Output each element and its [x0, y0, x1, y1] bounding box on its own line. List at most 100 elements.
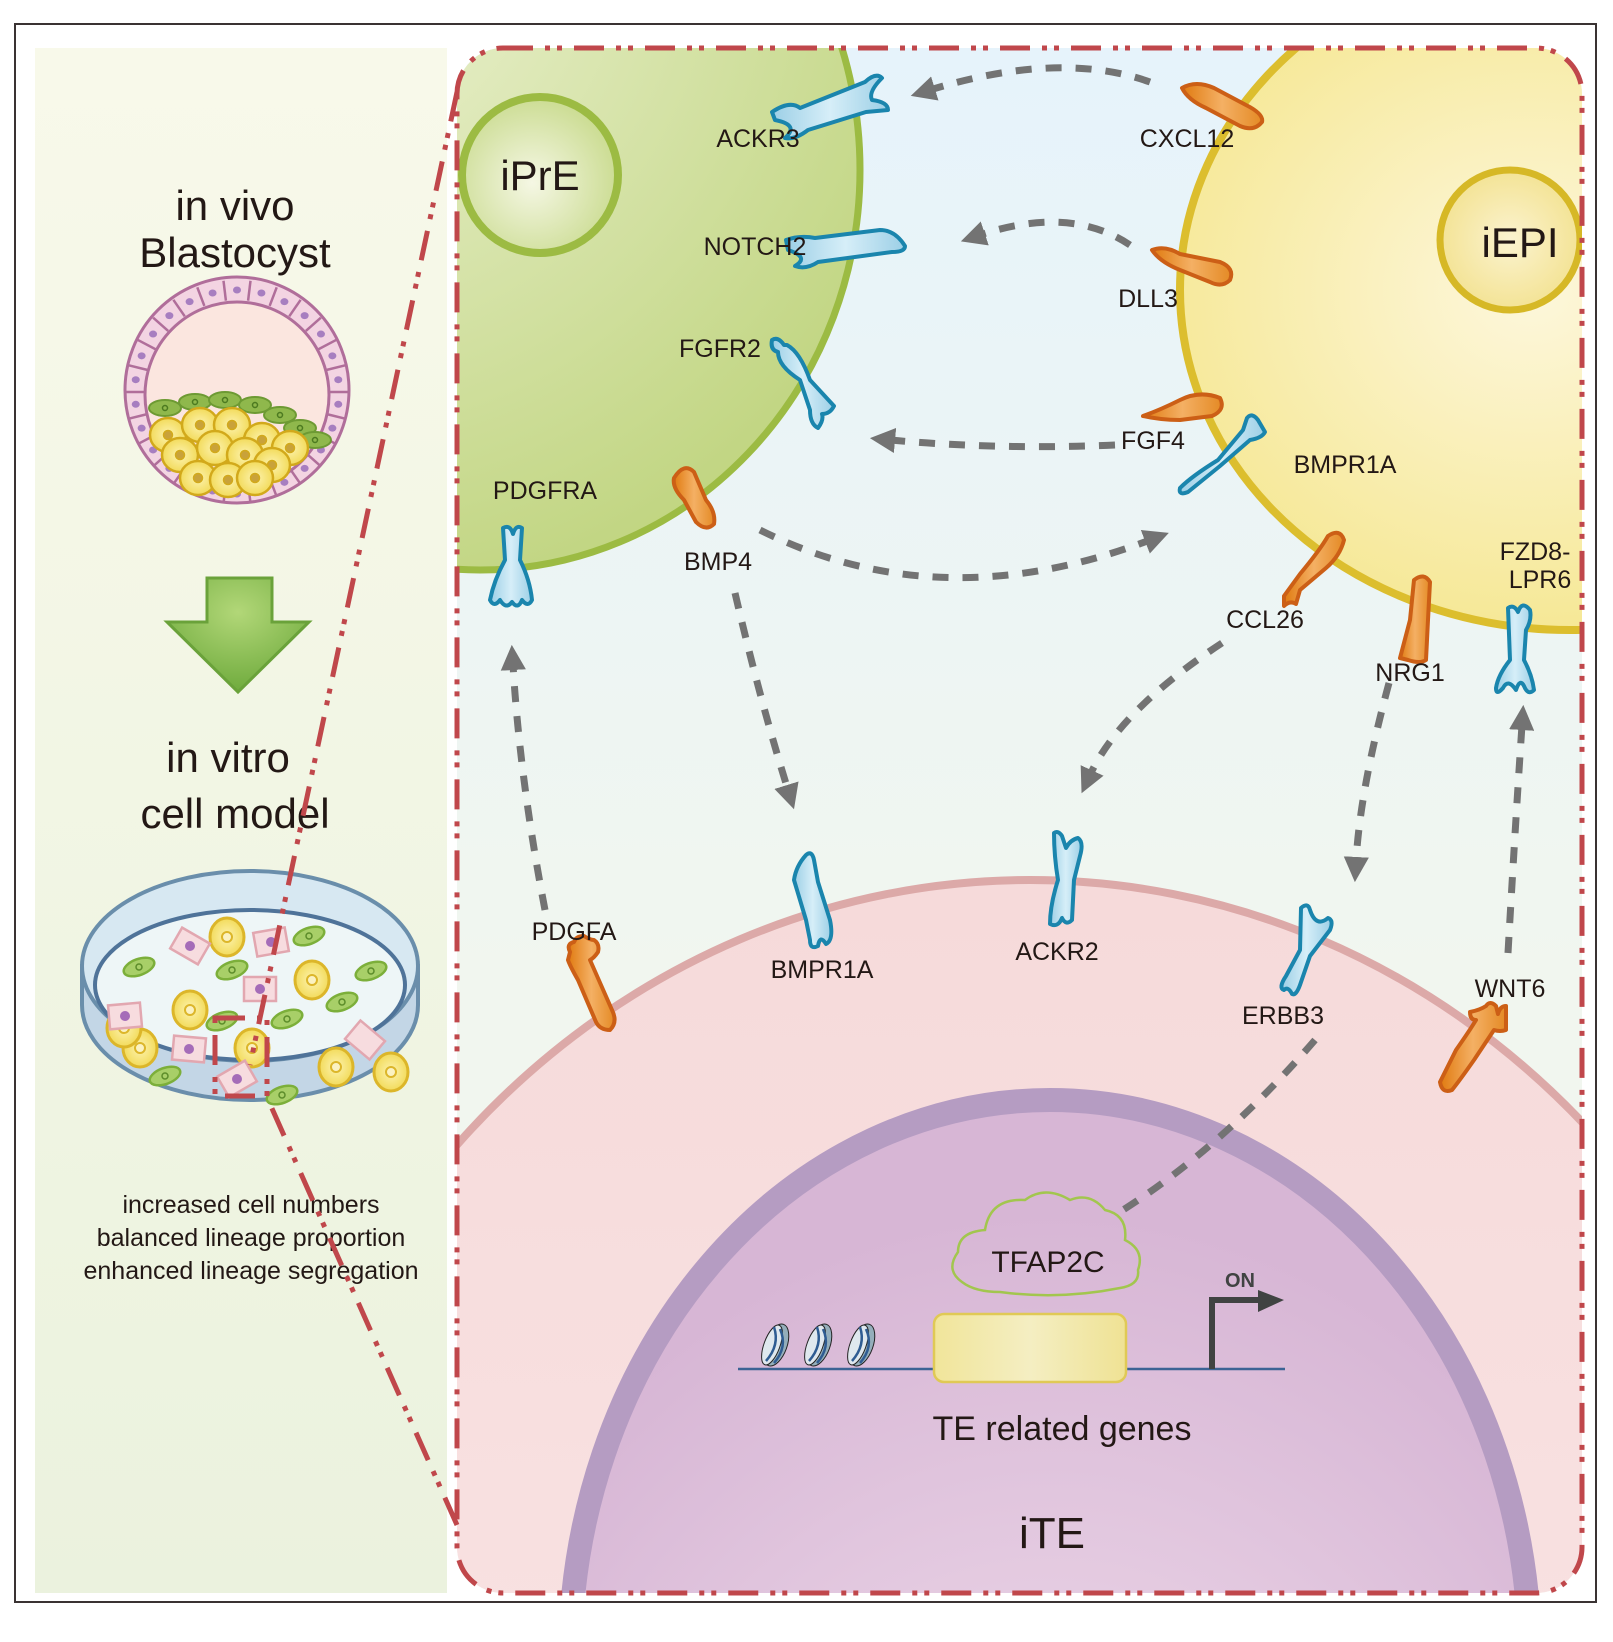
PDGFA-label: PDGFA [532, 918, 617, 946]
cell-nucleus [239, 449, 251, 461]
transcription-arrowhead-icon [1258, 1290, 1284, 1312]
cell-nucleus [134, 1042, 146, 1054]
cell-nucleus [249, 472, 261, 484]
trophectoderm-nucleus [300, 312, 309, 320]
trophectoderm-cell-border [317, 338, 337, 351]
trophectoderm-cell-border [246, 280, 252, 301]
FZD8-LPR6-label-line2: LPR6 [1509, 566, 1572, 594]
trophectoderm-nucleus [328, 424, 337, 432]
cell-nucleus [251, 401, 259, 409]
invivo-title-line1: in vivo [175, 182, 294, 229]
zoom-callout [212, 91, 460, 1527]
NRG1-ligand-icon [1398, 574, 1432, 664]
trophectoderm-nucleus [165, 312, 174, 320]
trophectoderm-cell-border [172, 299, 186, 317]
cell-nucleus [192, 472, 204, 484]
FZD8-LPR6-receptor-icon [1494, 603, 1536, 695]
cell-nucleus [191, 398, 199, 406]
cell-nucleus [276, 411, 284, 419]
invitro-title-line1: in vitro [166, 734, 290, 781]
CCL26-label: CCL26 [1226, 606, 1304, 634]
TE-related-genes-label: TE related genes [933, 1410, 1192, 1448]
trophectoderm-nucleus [316, 330, 325, 338]
primitive-endoderm-cell [148, 399, 182, 417]
arrow-pdgfa-pdgfra [500, 644, 549, 911]
trophectoderm-nucleus [280, 298, 289, 306]
arrow-bmp4-bmpr1a [758, 526, 1169, 582]
cell-nucleus [161, 1072, 169, 1080]
arrow-cxcl12-ackr3 [910, 64, 1152, 101]
dna-wrap [816, 1328, 828, 1364]
trophectoderm-nucleus [328, 352, 337, 360]
zoom-frame [454, 45, 1585, 1596]
gene-regulation: TFAP2C ON TE related genes [738, 1191, 1285, 1448]
CXCL12-label: CXCL12 [1140, 125, 1235, 153]
summary-line-3: enhanced lineage segregation [84, 1257, 419, 1285]
BMPR1A-epi-label: BMPR1A [1294, 451, 1397, 479]
dna-wrap [808, 1326, 820, 1362]
trophectoderm-nucleus [208, 289, 217, 297]
zoom-callout-line-top [247, 91, 460, 1066]
trophectoderm-nucleus [233, 286, 241, 294]
iPrE-label: iPrE [500, 152, 579, 199]
blastocyst-illustration [123, 275, 351, 505]
cell-nucleus [194, 419, 206, 431]
CXCL12-ligand-icon [1180, 82, 1265, 131]
dish-endoderm-cell [270, 1008, 304, 1030]
petri-dish-illustration [80, 869, 420, 1106]
PDGFRA-label: PDGFRA [493, 477, 598, 505]
BMPR1A-te-receptor-icon [792, 851, 834, 950]
arrow-dll3-notch2 [960, 218, 1132, 248]
ACKR3-label: ACKR3 [716, 125, 799, 153]
trophectoderm-cell-border [326, 363, 347, 372]
cell-nucleus [221, 931, 233, 943]
cell-nucleus [184, 1044, 194, 1054]
iTE-label: iTE [1019, 1509, 1085, 1558]
cell-nucleus [283, 1015, 291, 1023]
trophectoderm-nucleus [300, 464, 309, 472]
dna-wrap [851, 1326, 863, 1362]
trophectoderm-nucleus [185, 298, 194, 306]
cell-nucleus [135, 963, 143, 971]
trophectoderm-cell-border [152, 316, 169, 332]
BMP4-label: BMP4 [684, 548, 752, 576]
trophectoderm-nucleus [131, 400, 140, 408]
ERBB3-receptor-icon [1279, 903, 1334, 997]
trophectoderm-nucleus [137, 352, 146, 360]
trophectoderm-nucleus [280, 478, 289, 486]
dish-endoderm-cell [122, 956, 156, 978]
trophectoderm-nucleus [137, 424, 146, 432]
trophectoderm-nucleus [149, 330, 158, 338]
dish-endoderm-cell [325, 991, 359, 1013]
dish-endoderm-cell [265, 1084, 299, 1106]
transcription-start-arrow-icon [1209, 1297, 1265, 1369]
zoom-callout-box [212, 1015, 270, 1099]
trophectoderm-cell-border [137, 338, 157, 351]
cell-nucleus [162, 429, 174, 441]
iTE-nucleus [558, 1088, 1542, 1593]
ACKR2-label: ACKR2 [1015, 938, 1098, 966]
NRG1-label: NRG1 [1375, 659, 1444, 687]
NOTCH2-receptor-icon [784, 228, 907, 270]
FGF4-ligand-icon [1141, 392, 1224, 422]
BMP4-ligand-icon [671, 466, 717, 530]
dna-wrap [765, 1326, 777, 1362]
trophectoderm-cell-border [196, 286, 206, 307]
WNT6-ligand-icon [1438, 1001, 1508, 1093]
cell-nucleus [221, 396, 229, 404]
cell-nucleus [385, 1066, 397, 1078]
cell-nucleus [174, 449, 186, 461]
FZD8-LPR6-label-line1: FZD8- [1500, 538, 1571, 566]
cell-nucleus [367, 967, 375, 975]
primitive-endoderm-cell [208, 391, 242, 409]
dish-endoderm-cell [292, 925, 326, 947]
cell-nucleus [161, 404, 169, 412]
cell-nucleus [185, 941, 195, 951]
cell-nucleus [305, 932, 313, 940]
BMPR1A-epi-receptor-icon [1177, 413, 1267, 496]
arrow-wnt6-fzd8 [1504, 704, 1535, 954]
zoomed-panel: iPrE iEPI iTE [454, 45, 1585, 1596]
ligands [566, 82, 1508, 1093]
cell-nucleus [306, 974, 318, 986]
primitive-endoderm-cell [238, 396, 272, 414]
